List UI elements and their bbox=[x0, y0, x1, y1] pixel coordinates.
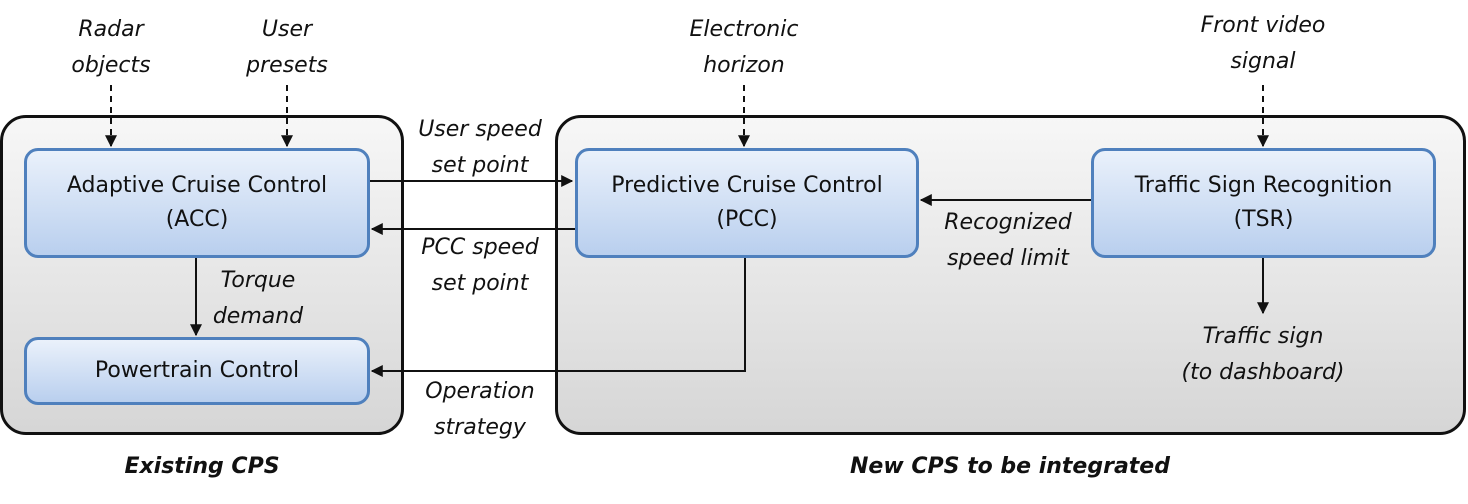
operation-strategy-arrow bbox=[370, 258, 746, 377]
tsr-name: Traffic Sign Recognition bbox=[1134, 173, 1393, 198]
powertrain-block: Powertrain Control bbox=[24, 337, 370, 405]
pcc-block: Predictive Cruise Control (PCC) bbox=[575, 148, 919, 258]
powertrain-name: Powertrain Control bbox=[94, 358, 300, 383]
acc-block: Adaptive Cruise Control (ACC) bbox=[24, 148, 370, 258]
existing-cps-caption: Existing CPS bbox=[124, 454, 280, 479]
acc-abbr: (ACC) bbox=[165, 207, 229, 232]
pcc-name: Predictive Cruise Control bbox=[611, 173, 883, 198]
acc-name: Adaptive Cruise Control bbox=[66, 173, 328, 198]
tsr-abbr: (TSR) bbox=[1233, 207, 1294, 232]
traffic-sign-label: Traffic sign(to dashboard) bbox=[1181, 324, 1345, 385]
new-cps-caption: New CPS to be integrated bbox=[850, 454, 1170, 479]
tsr-block: Traffic Sign Recognition (TSR) bbox=[1091, 148, 1436, 258]
pcc-abbr: (PCC) bbox=[716, 207, 778, 232]
